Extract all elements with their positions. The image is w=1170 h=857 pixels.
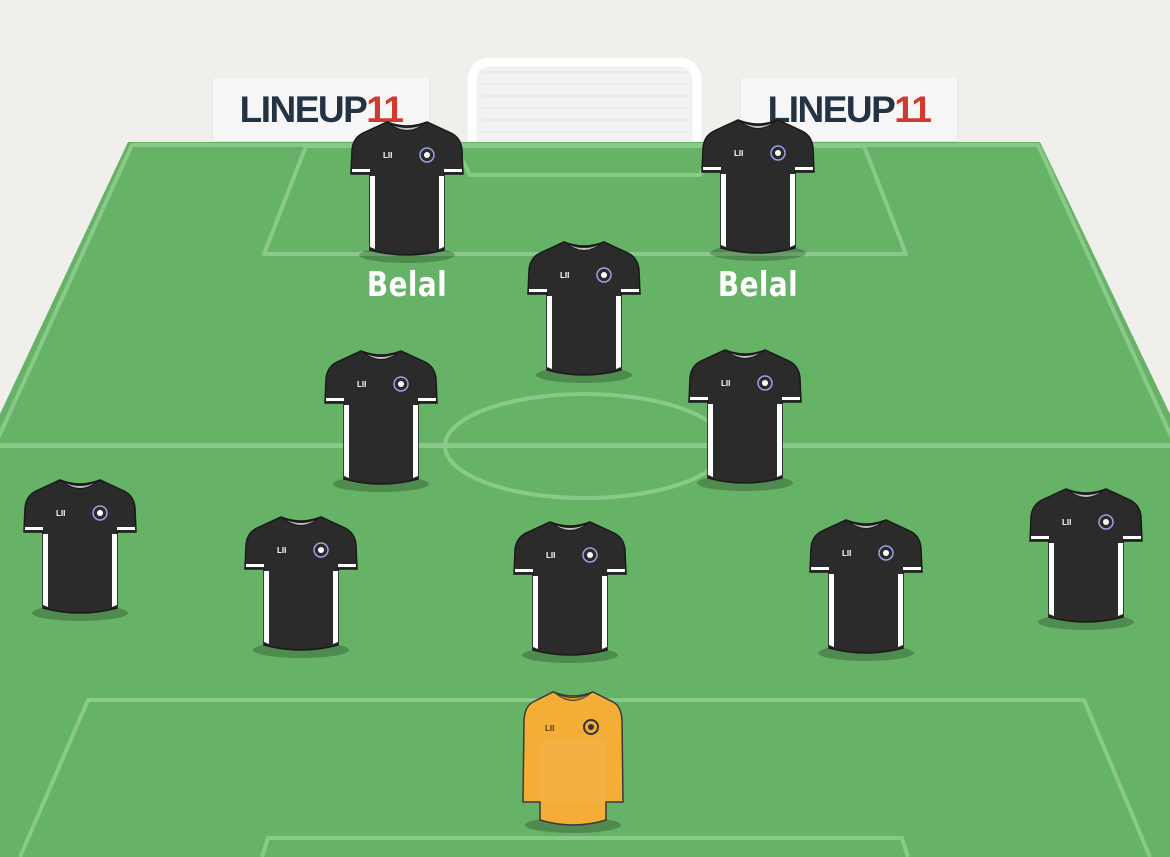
shirt-icon: LII xyxy=(513,521,627,663)
kit-sponsor-text: LII xyxy=(383,151,392,160)
shirt-icon: LII xyxy=(23,479,137,621)
player-name: Belal xyxy=(366,265,448,305)
player-name: Belal xyxy=(717,265,799,305)
shirt-icon: LII xyxy=(701,119,815,261)
shirt-icon: LII xyxy=(324,350,438,492)
kit-sponsor-text: LII xyxy=(721,379,730,388)
player-outfield[interactable]: LII xyxy=(349,120,465,263)
player-outfield[interactable]: LII xyxy=(687,348,803,491)
shirt-icon: LII xyxy=(350,121,464,263)
shirt-icon: LII xyxy=(809,519,923,661)
shirt-icon: LII xyxy=(688,349,802,491)
player-outfield[interactable]: LII xyxy=(1028,487,1144,630)
kit-sponsor-text: LII xyxy=(277,546,286,555)
player-outfield[interactable]: LII xyxy=(243,515,359,658)
kit-sponsor-text: LII xyxy=(1062,518,1071,527)
far-penalty-area xyxy=(262,144,908,256)
near-goal-area xyxy=(260,836,910,857)
player-outfield[interactable]: LII xyxy=(323,349,439,492)
player-outfield[interactable]: LII xyxy=(22,478,138,621)
kit-sponsor-text: LII xyxy=(842,549,851,558)
kit-sponsor-text: LII xyxy=(56,509,65,518)
shirt-icon: LII xyxy=(527,241,641,383)
player-outfield[interactable]: LII xyxy=(512,520,628,663)
kit-sponsor-text: LII xyxy=(545,724,554,733)
brand-logo: LINEUP11 xyxy=(767,88,932,130)
kit-sponsor-text: LII xyxy=(357,380,366,389)
kit-sponsor-text: LII xyxy=(546,551,555,560)
brand-logo: LINEUP11 xyxy=(239,88,404,130)
goalkeeper-shirt-icon: LII xyxy=(522,691,624,833)
player-goalkeeper[interactable]: LII xyxy=(515,690,631,833)
kit-sponsor-text: LII xyxy=(560,271,569,280)
player-outfield[interactable]: LII xyxy=(808,518,924,661)
shirt-icon: LII xyxy=(244,516,358,658)
far-goal xyxy=(467,57,702,142)
shirt-icon: LII xyxy=(1029,488,1143,630)
kit-sponsor-text: LII xyxy=(734,149,743,158)
player-outfield[interactable]: LII xyxy=(526,240,642,383)
player-outfield[interactable]: LII xyxy=(700,118,816,261)
